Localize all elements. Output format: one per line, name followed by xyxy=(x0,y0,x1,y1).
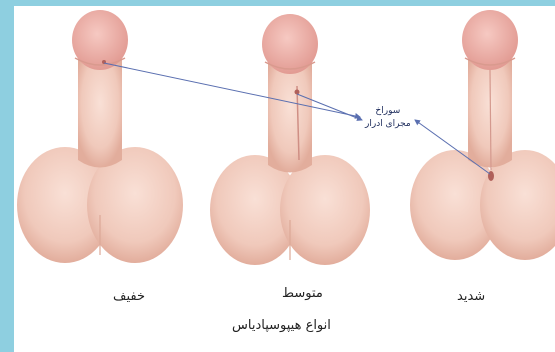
arrow-mild-meatus xyxy=(104,63,360,117)
label-severe: شدید xyxy=(457,289,485,304)
meatus-severe xyxy=(488,171,494,181)
meatus-callout: سوراخ مجرای ادرار xyxy=(365,105,411,131)
label-mild: خفیف xyxy=(113,289,145,304)
label-medium: متوسط xyxy=(282,286,323,301)
figure-severe xyxy=(410,10,555,260)
figure-medium xyxy=(210,14,370,265)
meatus-medium xyxy=(295,90,300,95)
label-hypospadias-types: انواع هیپوسپادیاس xyxy=(232,318,331,333)
shaft-medium xyxy=(268,62,312,173)
meatus-callout-line1: سوراخ xyxy=(365,105,411,118)
meatus-callout-line2: مجرای ادرار xyxy=(365,118,411,131)
shaft-mild xyxy=(78,60,122,168)
figure-mild xyxy=(17,10,183,263)
